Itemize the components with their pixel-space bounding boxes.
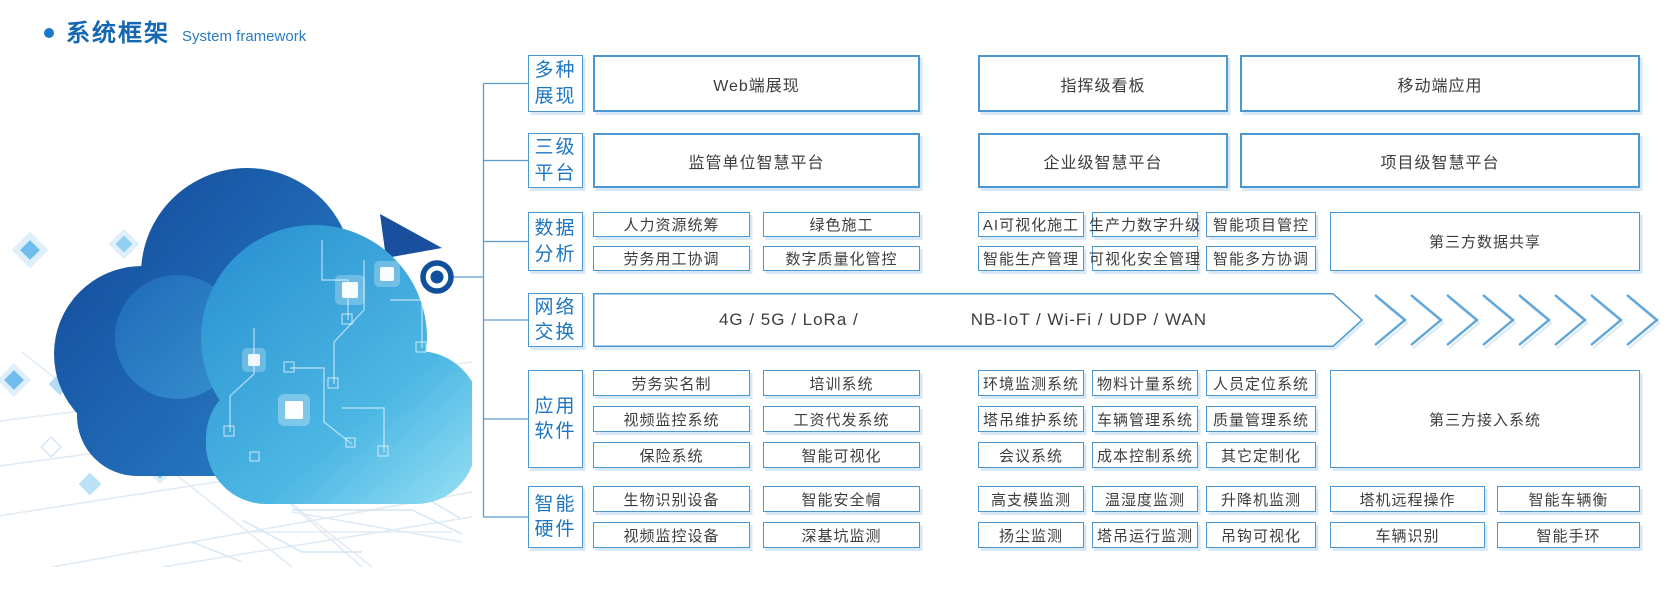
framework-box: 智能车辆衡 <box>1497 486 1640 512</box>
framework-box: 数字质量化管控 <box>763 246 920 271</box>
framework-box: 吊钩可视化 <box>1206 522 1316 548</box>
framework-box: 温湿度监测 <box>1092 486 1198 512</box>
framework-box: 车辆管理系统 <box>1092 406 1198 432</box>
network-protocols-left: 4G / 5G / LoRa / <box>718 310 859 329</box>
framework-box: 其它定制化 <box>1206 442 1316 468</box>
row-label-line: 智能 <box>534 493 577 515</box>
row-label-network: 网络交换 <box>528 293 583 347</box>
row-label-data-analysis: 数据分析 <box>528 212 583 271</box>
framework-box: 绿色施工 <box>763 212 920 237</box>
network-row: 4G / 5G / LoRa / NB-IoT / Wi-Fi / UDP / … <box>593 293 1673 347</box>
framework-box: 企业级智慧平台 <box>978 133 1228 188</box>
framework-box: 监管单位智慧平台 <box>593 133 920 188</box>
framework-box: 智能生产管理 <box>978 246 1084 271</box>
framework-box: 物料计量系统 <box>1092 370 1198 396</box>
framework-box: 培训系统 <box>763 370 920 396</box>
framework-box: 会议系统 <box>978 442 1084 468</box>
framework-box: 质量管理系统 <box>1206 406 1316 432</box>
framework-box: 塔吊维护系统 <box>978 406 1084 432</box>
framework-box: 生物识别设备 <box>593 486 750 512</box>
network-protocols: 4G / 5G / LoRa / NB-IoT / Wi-Fi / UDP / … <box>593 293 1333 347</box>
row-label-line: 展现 <box>534 85 577 107</box>
framework-box: 保险系统 <box>593 442 750 468</box>
framework-wide-box: 第三方接入系统 <box>1330 370 1640 468</box>
row-label-line: 硬件 <box>534 519 577 540</box>
page-title: 系统框架 System framework <box>44 13 306 48</box>
framework-box: 成本控制系统 <box>1092 442 1198 468</box>
row-label-line: 平台 <box>534 162 577 184</box>
framework-box: 深基坑监测 <box>763 522 920 548</box>
network-protocols-right: NB-IoT / Wi-Fi / UDP / WAN <box>970 310 1208 329</box>
row-label-line: 分析 <box>534 243 577 265</box>
framework-box: 工资代发系统 <box>763 406 920 432</box>
framework-box: 塔吊运行监测 <box>1092 522 1198 548</box>
framework-box: 视频监控系统 <box>593 406 750 432</box>
page-title-zh: 系统框架 <box>66 20 170 47</box>
framework-box: 智能项目管控 <box>1206 212 1316 237</box>
row-label-line: 三级 <box>534 137 577 159</box>
framework-box: 智能可视化 <box>763 442 920 468</box>
hub-node-icon <box>420 260 454 294</box>
row-label-display: 多种展现 <box>528 55 583 112</box>
row-label-line: 网络 <box>534 296 577 318</box>
row-label-line: 多种 <box>534 60 577 82</box>
framework-box: 劳务实名制 <box>593 370 750 396</box>
framework-box: 塔机远程操作 <box>1330 486 1485 512</box>
row-label-line: 数据 <box>534 218 577 240</box>
cloud-illustration <box>0 122 481 572</box>
framework-box: 扬尘监测 <box>978 522 1084 548</box>
framework-box: 人力资源统筹 <box>593 212 750 237</box>
framework-box: 可视化安全管理 <box>1089 246 1200 271</box>
framework-box: 人员定位系统 <box>1206 370 1316 396</box>
row-label-applications: 应用软件 <box>528 370 583 468</box>
row-label-hardware: 智能硬件 <box>528 486 583 548</box>
framework-wide-box: 第三方数据共享 <box>1330 212 1640 271</box>
flow-chevrons-icon <box>1374 294 1659 346</box>
framework-box: 环境监测系统 <box>978 370 1084 396</box>
network-banner-shape <box>593 293 1364 347</box>
row-label-line: 软件 <box>534 421 577 442</box>
framework-box: 智能手环 <box>1497 522 1640 548</box>
framework-box: 移动端应用 <box>1240 55 1640 112</box>
row-label-line: 交换 <box>534 322 577 343</box>
framework-box: 车辆识别 <box>1330 522 1485 548</box>
framework-box: 生产力数字升级 <box>1089 212 1200 237</box>
framework-box: 项目级智慧平台 <box>1240 133 1640 188</box>
framework-box: 智能安全帽 <box>763 486 920 512</box>
framework-box: AI可视化施工 <box>978 212 1084 237</box>
bullet-icon <box>44 27 54 38</box>
row-label-line: 应用 <box>534 395 577 417</box>
page-title-en: System framework <box>182 28 307 45</box>
framework-box: 升降机监测 <box>1206 486 1316 512</box>
row-label-platforms: 三级平台 <box>528 133 583 188</box>
framework-box: 高支模监测 <box>978 486 1084 512</box>
framework-box: 智能多方协调 <box>1206 246 1316 271</box>
framework-box: Web端展现 <box>593 55 920 112</box>
framework-box: 视频监控设备 <box>593 522 750 548</box>
framework-box: 指挥级看板 <box>978 55 1228 112</box>
framework-box: 劳务用工协调 <box>593 246 750 271</box>
